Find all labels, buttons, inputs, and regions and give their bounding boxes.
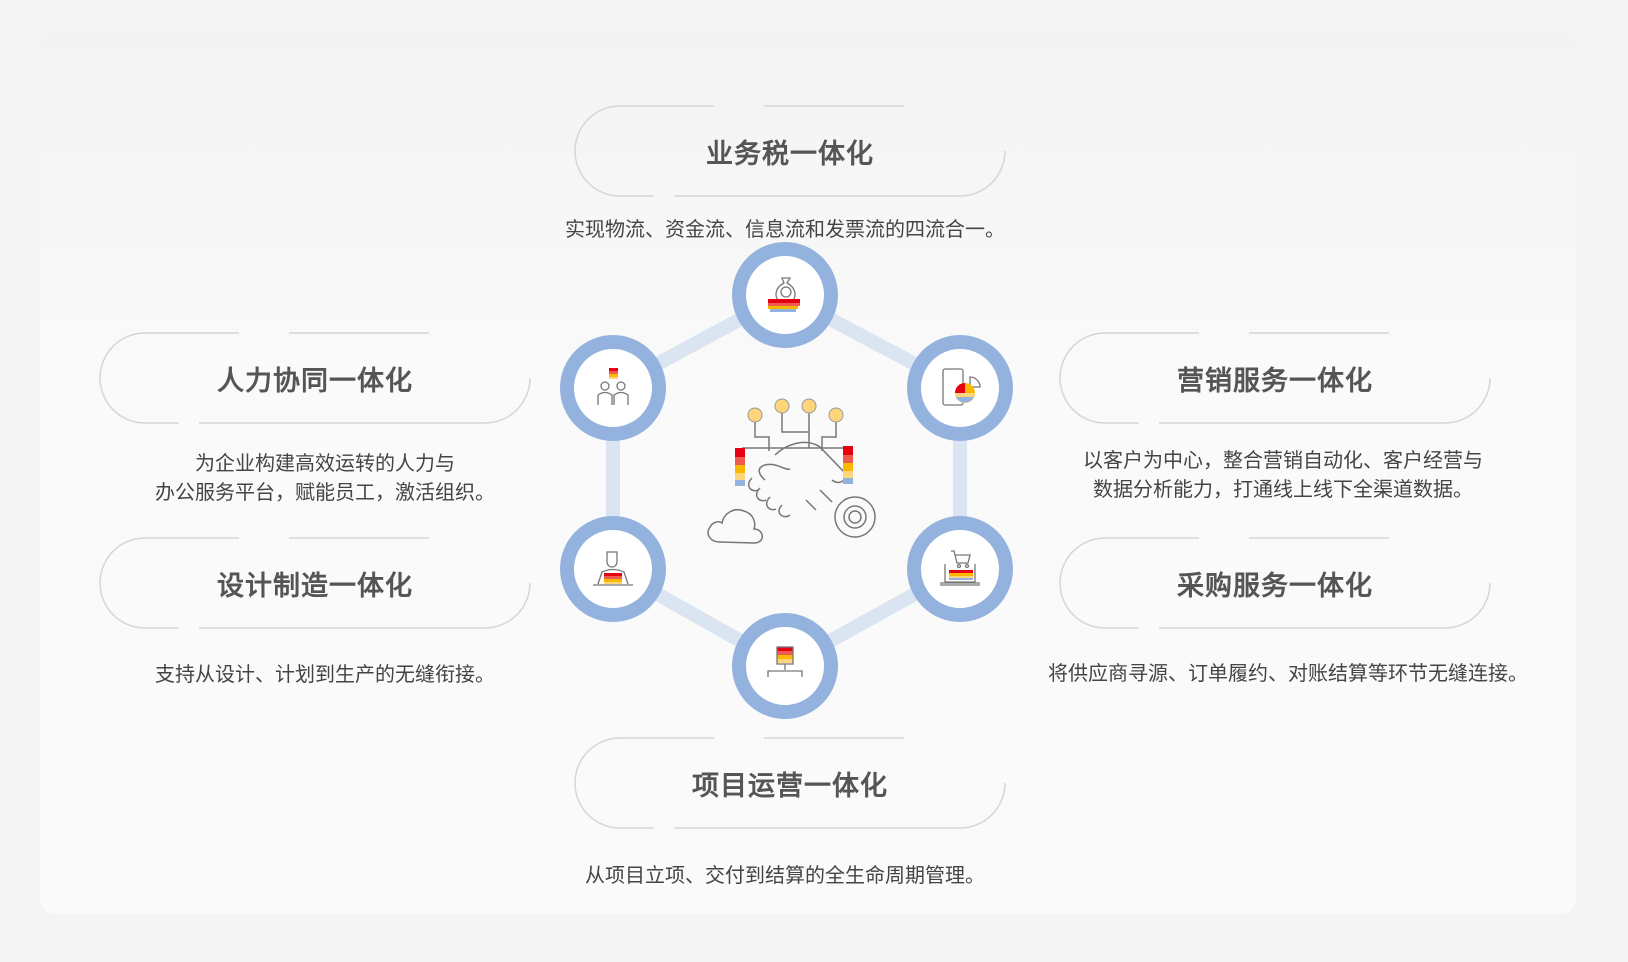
project-hierarchy-icon	[732, 613, 838, 719]
desc-line: 将供应商寻源、订单履约、对账结算等环节无缝连接。	[1048, 661, 1528, 685]
desc-line: 为企业构建高效运转的人力与	[195, 451, 455, 475]
desc-line: 办公服务平台，赋能员工，激活组织。	[155, 480, 495, 504]
desc-marketing: 以客户为中心，整合营销自动化、客户经营与数据分析能力，打通线上线下全渠道数据。	[1083, 446, 1483, 504]
designer-laptop-icon	[560, 516, 666, 622]
pill-business-tax: 业务税一体化	[574, 105, 1006, 197]
pill-design: 设计制造一体化	[99, 537, 531, 629]
pill-procurement: 采购服务一体化	[1059, 537, 1491, 629]
pill-project: 项目运营一体化	[574, 737, 1006, 829]
desc-design: 支持从设计、计划到生产的无缝衔接。	[155, 660, 495, 689]
shopping-cart-laptop-icon	[907, 516, 1013, 622]
desc-hr: 为企业构建高效运转的人力与办公服务平台，赋能员工，激活组织。	[155, 449, 495, 507]
pill-title: 营销服务一体化	[1177, 365, 1373, 397]
pill-title: 采购服务一体化	[1177, 570, 1373, 602]
money-bag-hand-icon	[732, 242, 838, 348]
pill-title: 人力协同一体化	[217, 365, 413, 397]
desc-line: 实现物流、资金流、信息流和发票流的四流合一。	[565, 217, 1005, 241]
desc-procurement: 将供应商寻源、订单履约、对账结算等环节无缝连接。	[1048, 659, 1528, 688]
desc-project: 从项目立项、交付到结算的全生命周期管理。	[585, 861, 985, 890]
pill-marketing: 营销服务一体化	[1059, 332, 1491, 424]
pill-title: 设计制造一体化	[217, 570, 413, 602]
mobile-chart-icon	[907, 335, 1013, 441]
team-people-icon	[560, 335, 666, 441]
desc-line: 从项目立项、交付到结算的全生命周期管理。	[585, 863, 985, 887]
desc-line: 数据分析能力，打通线上线下全渠道数据。	[1093, 477, 1473, 501]
pill-title: 业务税一体化	[706, 138, 874, 170]
pill-title: 项目运营一体化	[692, 770, 888, 802]
pill-hr: 人力协同一体化	[99, 332, 531, 424]
desc-line: 以客户为中心，整合营销自动化、客户经营与	[1083, 448, 1483, 472]
content-panel	[40, 33, 1576, 914]
desc-business-tax: 实现物流、资金流、信息流和发票流的四流合一。	[565, 215, 1005, 244]
desc-line: 支持从设计、计划到生产的无缝衔接。	[155, 662, 495, 686]
